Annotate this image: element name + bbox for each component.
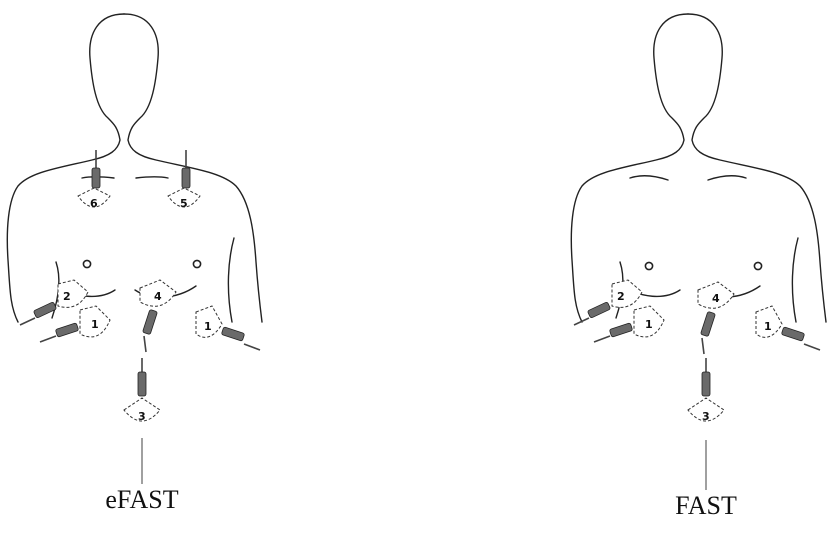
window-label-2: 2 xyxy=(63,290,71,303)
scan-window-5: 5 xyxy=(168,150,200,210)
body-outline xyxy=(571,14,826,322)
probe-icon xyxy=(781,327,820,350)
fast-figure: 2 1 4 1 xyxy=(571,14,826,520)
window-label-3: 3 xyxy=(138,410,146,423)
probe-icon xyxy=(138,358,146,396)
body-outline xyxy=(7,14,262,322)
scan-window-2: 2 xyxy=(20,280,88,325)
nipple-right xyxy=(193,260,200,267)
probe-icon xyxy=(142,309,157,352)
window-label-1-left: 1 xyxy=(645,318,653,331)
probe-icon xyxy=(574,302,611,325)
nipple-left xyxy=(83,260,90,267)
window-label-1-right: 1 xyxy=(204,320,212,333)
window-label-4: 4 xyxy=(712,292,720,305)
scan-window-1-right: 1 xyxy=(756,306,820,350)
efast-figure: 6 5 2 1 xyxy=(7,14,262,514)
figure-caption-fast: FAST xyxy=(675,491,737,520)
window-label-4: 4 xyxy=(154,290,162,303)
probe-icon xyxy=(700,311,715,354)
scan-window-3: 3 xyxy=(688,358,724,423)
probe-icon xyxy=(594,323,633,342)
scan-window-1-right: 1 xyxy=(196,306,260,350)
scan-window-4: 4 xyxy=(698,282,734,354)
probe-icon xyxy=(92,150,100,188)
probe-icon xyxy=(221,327,260,350)
scan-window-4: 4 xyxy=(140,280,176,352)
probe-icon xyxy=(20,302,57,325)
figure-caption-efast: eFAST xyxy=(105,485,178,514)
nipple-right xyxy=(754,262,761,269)
window-label-2: 2 xyxy=(617,290,625,303)
window-label-5: 5 xyxy=(180,197,188,210)
scan-window-3: 3 xyxy=(124,358,160,423)
probe-icon xyxy=(702,358,710,396)
window-label-1-right: 1 xyxy=(764,320,772,333)
window-label-3: 3 xyxy=(702,410,710,423)
probe-icon xyxy=(40,323,79,342)
nipple-left xyxy=(645,262,652,269)
scan-window-2: 2 xyxy=(574,280,642,325)
window-label-6: 6 xyxy=(90,197,98,210)
probe-icon xyxy=(182,150,190,188)
window-label-1-left: 1 xyxy=(91,318,99,331)
